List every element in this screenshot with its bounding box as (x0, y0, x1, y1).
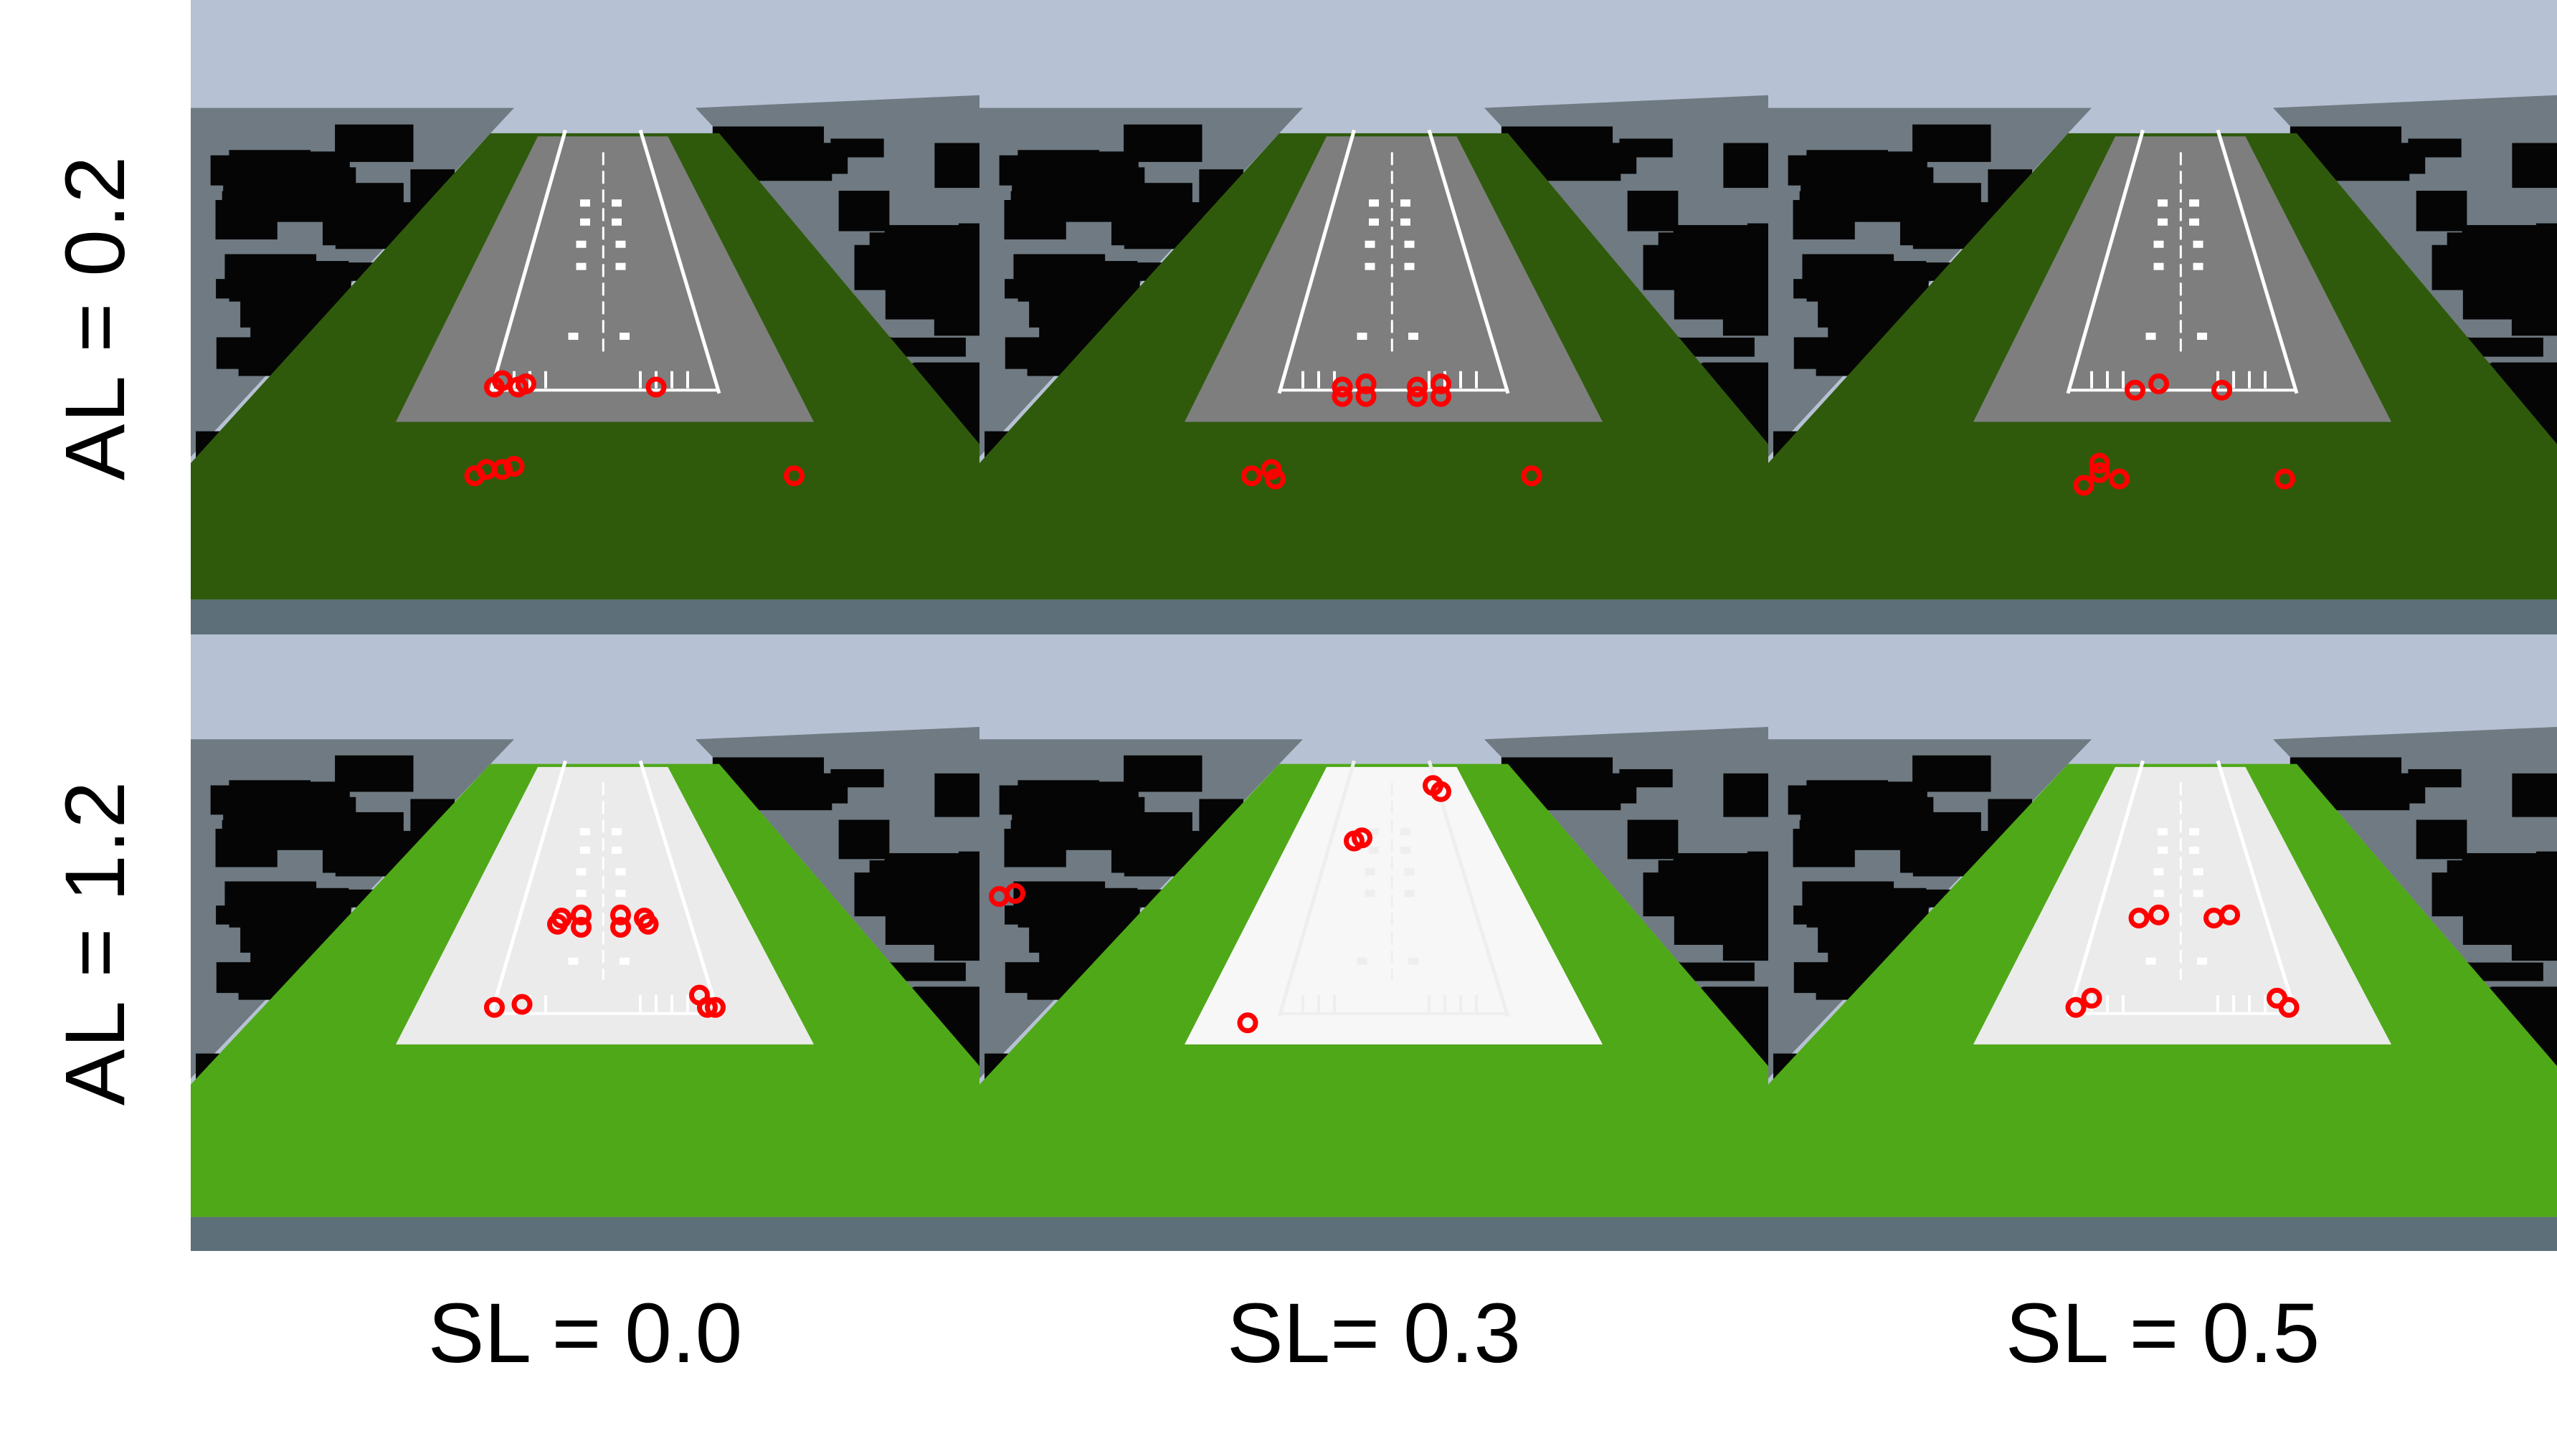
keypoint-marker (1431, 373, 1451, 394)
keypoint-marker (2109, 468, 2130, 490)
row-label-text: AL = 0.2 (48, 154, 143, 480)
keypoint-marker (2211, 379, 2232, 401)
keypoint-marker (503, 455, 525, 477)
keypoint-marker (2089, 452, 2110, 474)
runway (1973, 766, 2391, 1045)
keypoint-marker (1332, 376, 1353, 398)
keypoint-marker (1005, 882, 1025, 904)
keypoint-marker (2089, 462, 2110, 483)
keypoint-marker (2065, 996, 2087, 1018)
row-label-al-0-2: AL = 0.2 (0, 0, 191, 634)
runway (1185, 136, 1603, 422)
column-label-sl-0-5: SL = 0.5 (2005, 1286, 2320, 1381)
panel-al02-sl03 (979, 0, 1768, 634)
keypoint-marker (610, 917, 631, 938)
keypoint-marker (1332, 386, 1353, 407)
terrain-right (2273, 95, 2557, 444)
keypoint-marker (508, 376, 528, 398)
keypoint-marker (1237, 1012, 1258, 1034)
panel-al02-sl00 (191, 0, 979, 634)
keypoint-marker (484, 996, 505, 1018)
terrain-right (1484, 95, 1768, 444)
keypoint-marker (1521, 465, 1542, 487)
runway (1973, 136, 2391, 422)
keypoint-marker (571, 917, 592, 938)
keypoint-marker (610, 904, 631, 926)
keypoint-marker (2278, 996, 2300, 1018)
water (979, 599, 1768, 634)
runway (396, 766, 814, 1045)
keypoint-marker (571, 904, 592, 926)
keypoint-marker (2073, 475, 2095, 496)
keypoint-marker (1407, 386, 1428, 407)
keypoint-marker (637, 913, 659, 935)
runway (1185, 766, 1603, 1045)
water (1768, 1217, 2557, 1251)
keypoint-marker (2128, 908, 2150, 929)
panel-al12-sl05 (1768, 634, 2557, 1251)
water (979, 1217, 1768, 1251)
keypoint-marker (1355, 386, 1377, 407)
keypoint-marker (492, 459, 513, 480)
keypoint-marker (1431, 781, 1451, 802)
keypoint-marker (2125, 379, 2145, 401)
keypoint-marker (1352, 827, 1372, 849)
keypoint-marker (645, 376, 667, 398)
keypoint-marker (697, 996, 718, 1018)
column-label-sl-0-3: SL= 0.3 (1226, 1286, 1522, 1381)
panel-al12-sl03 (979, 634, 1768, 1251)
terrain-right (696, 95, 979, 444)
keypoint-marker (2274, 468, 2295, 490)
keypoint-marker (2148, 373, 2169, 394)
column-label-sl-0-0: SL = 0.0 (427, 1286, 743, 1381)
keypoint-marker (1265, 468, 1286, 490)
panel-al12-sl00 (191, 634, 979, 1251)
keypoint-marker (2148, 904, 2169, 926)
runway (396, 136, 814, 422)
terrain-right (1484, 727, 1768, 1066)
keypoint-marker (1431, 386, 1451, 407)
water (1768, 599, 2557, 634)
terrain-right (2273, 727, 2557, 1066)
water (191, 599, 979, 634)
keypoint-marker (547, 913, 568, 935)
keypoint-marker (784, 465, 805, 487)
keypoint-marker (1355, 373, 1377, 394)
keypoint-marker (2219, 904, 2240, 926)
keypoint-marker (1241, 465, 1262, 487)
row-label-text: AL = 1.2 (48, 779, 143, 1106)
keypoint-marker (2081, 987, 2102, 1009)
keypoint-marker (1407, 376, 1428, 398)
keypoint-marker (705, 996, 726, 1018)
panel-al02-sl05 (1768, 0, 2557, 634)
keypoint-marker (511, 994, 533, 1015)
terrain-right (696, 727, 979, 1066)
row-label-al-1-2: AL = 1.2 (0, 634, 191, 1251)
water (191, 1217, 979, 1251)
